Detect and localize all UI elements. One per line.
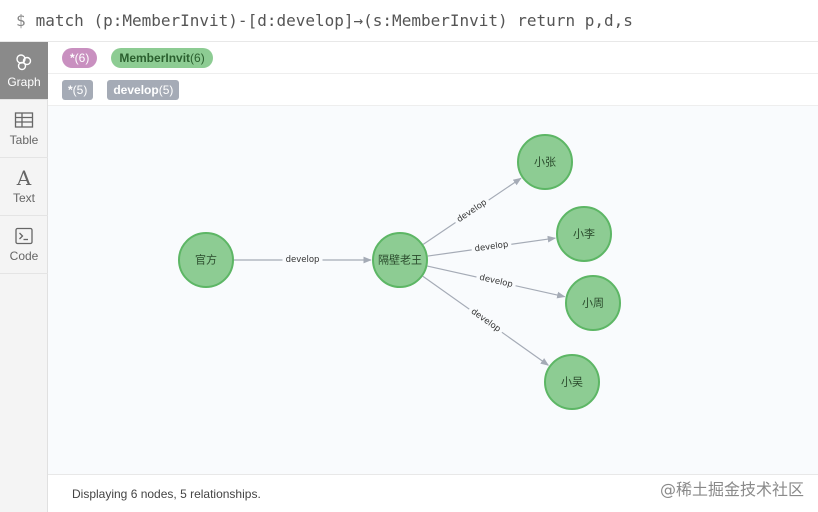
graph-view-button[interactable]: Graph (0, 42, 48, 100)
node-label-legend: *(6) MemberInvit(6) (48, 42, 818, 74)
node-circle[interactable] (556, 206, 612, 262)
status-text: Displaying 6 nodes, 5 relationships. (72, 486, 261, 501)
node-circle[interactable] (372, 232, 428, 288)
node-caption: 隔壁老王 (378, 253, 422, 267)
relationship-label: develop (469, 307, 502, 335)
relationship-label-group[interactable]: develop (452, 195, 493, 228)
query-prompt: $ (16, 11, 26, 30)
relationship-label-background (470, 238, 513, 256)
relationship-label-background (475, 271, 517, 292)
code-view-button[interactable]: Code (0, 216, 48, 274)
relationship-label-background (282, 254, 323, 266)
graph-node[interactable]: 小吴 (544, 354, 600, 410)
relationship-label: develop (474, 240, 509, 255)
status-bar: Displaying 6 nodes, 5 relationships. (48, 474, 818, 512)
table-icon (14, 112, 34, 128)
node-label-name: MemberInvit (119, 50, 191, 65)
query-text[interactable]: match (p:MemberInvit)-[d:develop]→(s:Mem… (35, 11, 633, 30)
relationship-type-all-tag[interactable]: *(5) (62, 79, 94, 100)
node-label-name: * (70, 50, 75, 65)
node-label-memberinvit-pill[interactable]: MemberInvit(6) (111, 47, 213, 68)
graph-node[interactable]: 隔壁老王 (372, 232, 428, 288)
relationship-label-background (452, 195, 493, 228)
relationship-label: develop (286, 255, 320, 265)
node-caption: 官方 (195, 253, 217, 267)
node-circle[interactable] (517, 134, 573, 190)
node-label-count: (6) (74, 50, 90, 65)
graph-icon (16, 54, 32, 71)
relationship-label-group[interactable]: develop (475, 271, 517, 292)
relationship-label-group[interactable]: develop (465, 304, 506, 338)
graph-svg[interactable]: develop develop develop develop develop 官方 隔壁… (48, 106, 818, 474)
node-caption: 小吴 (561, 376, 583, 389)
node-circle[interactable] (178, 232, 234, 288)
node-label-all-pill[interactable]: *(6) (62, 47, 98, 68)
node-circle[interactable] (544, 354, 600, 410)
watermark: @稀土掘金技术社区 (659, 480, 804, 499)
code-view-label: Code (9, 249, 39, 263)
relationship-type-count: (5) (72, 82, 88, 97)
relationship-type-develop-tag[interactable]: develop(5) (107, 79, 180, 100)
relationship-type-legend: *(5) develop(5) (48, 74, 818, 106)
node-caption: 小李 (573, 227, 595, 241)
graph-node[interactable]: 小张 (517, 134, 573, 190)
relationship-label-background (465, 304, 506, 338)
table-view-label: Table (9, 133, 39, 147)
node-caption: 小周 (582, 297, 604, 310)
relationship-label-group[interactable]: develop (470, 238, 513, 256)
table-view-button[interactable]: Table (0, 100, 48, 158)
text-icon: A (16, 166, 32, 190)
graph-canvas[interactable]: develop develop develop develop develop 官方 隔壁… (48, 106, 818, 474)
node-label-count: (6) (190, 50, 205, 65)
relationship-type-count: (5) (158, 82, 174, 97)
relationship-type-name: * (68, 82, 73, 97)
graph-view-label: Graph (7, 75, 41, 89)
code-icon (15, 227, 33, 245)
graph-node[interactable]: 小李 (556, 206, 612, 262)
relationship-type-name: develop (113, 82, 159, 97)
graph-node[interactable]: 小周 (565, 275, 621, 331)
node-caption: 小张 (534, 156, 556, 169)
node-circle[interactable] (565, 275, 621, 331)
relationship-label: develop (455, 198, 489, 225)
text-view-label: Text (12, 191, 35, 205)
text-view-button[interactable]: A Text (0, 158, 48, 216)
relationship-label-group[interactable]: develop (282, 254, 323, 266)
view-sidebar: Graph Table A Text Code (0, 42, 48, 512)
graph-node[interactable]: 官方 (178, 232, 234, 288)
query-editor[interactable]: $ match (p:MemberInvit)-[d:develop]→(s:Me… (0, 0, 818, 42)
